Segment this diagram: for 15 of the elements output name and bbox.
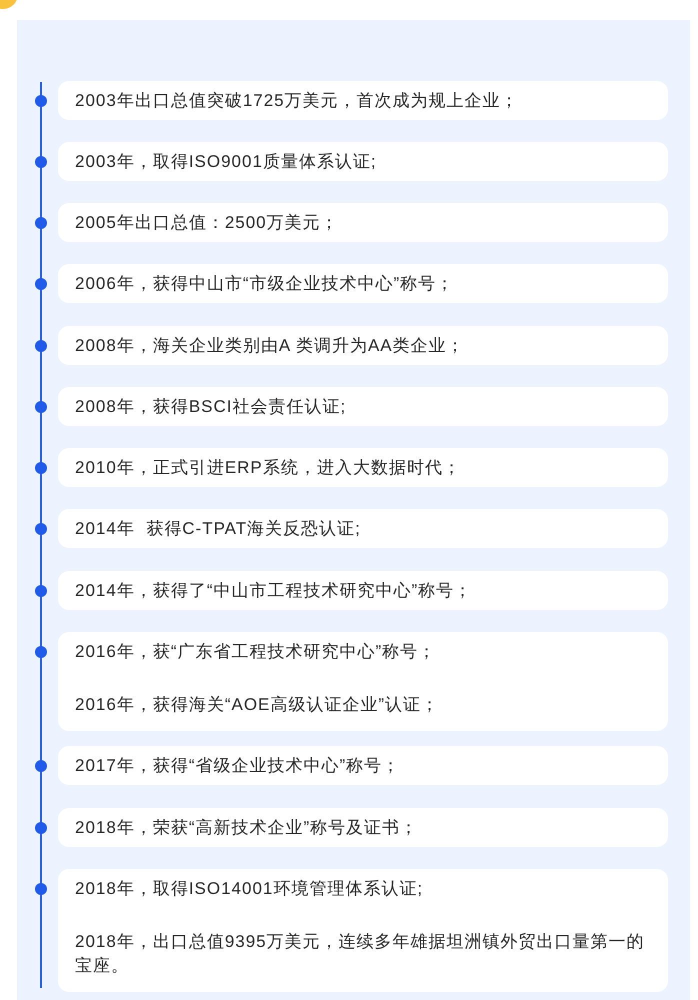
milestone-text: 2003年，取得ISO9001质量体系认证; [75, 151, 378, 173]
milestone-text: 2014年 获得C-TPAT海关反恐认证; [75, 518, 362, 540]
milestone-text: 2008年，获得BSCI社会责任认证; [75, 396, 348, 418]
milestone-text: 2003年出口总值突破1725万美元，首次成为规上企业； [75, 90, 520, 112]
milestone-text: 2006年，获得中山市“市级企业技术中心”称号； [75, 273, 456, 295]
milestone-text: 2018年，荣获“高新技术企业”称号及证书； [75, 817, 420, 839]
milestone-text: 2010年，正式引进ERP系统，进入大数据时代； [75, 457, 462, 479]
milestone-text: 2014年，获得了“中山市工程技术研究中心”称号； [75, 580, 474, 602]
milestone-text: 2018年，出口总值9395万美元，连续多年雄据坦洲镇外贸出口量第一的宝座。 [75, 931, 646, 977]
milestone-text: 2016年，获“广东省工程技术研究中心”称号； [75, 641, 438, 663]
milestone-text: 2008年，海关企业类别由A 类调升为AA类企业； [75, 335, 466, 357]
milestone-text: 2016年，获得海关“AOE高级认证企业”认证； [75, 694, 440, 716]
milestone-text: 2017年，获得“省级企业技术中心”称号； [75, 755, 402, 777]
milestone-text: 2018年，取得ISO14001环境管理体系认证; [75, 878, 424, 900]
milestone-text: 2005年出口总值：2500万美元； [75, 212, 340, 234]
